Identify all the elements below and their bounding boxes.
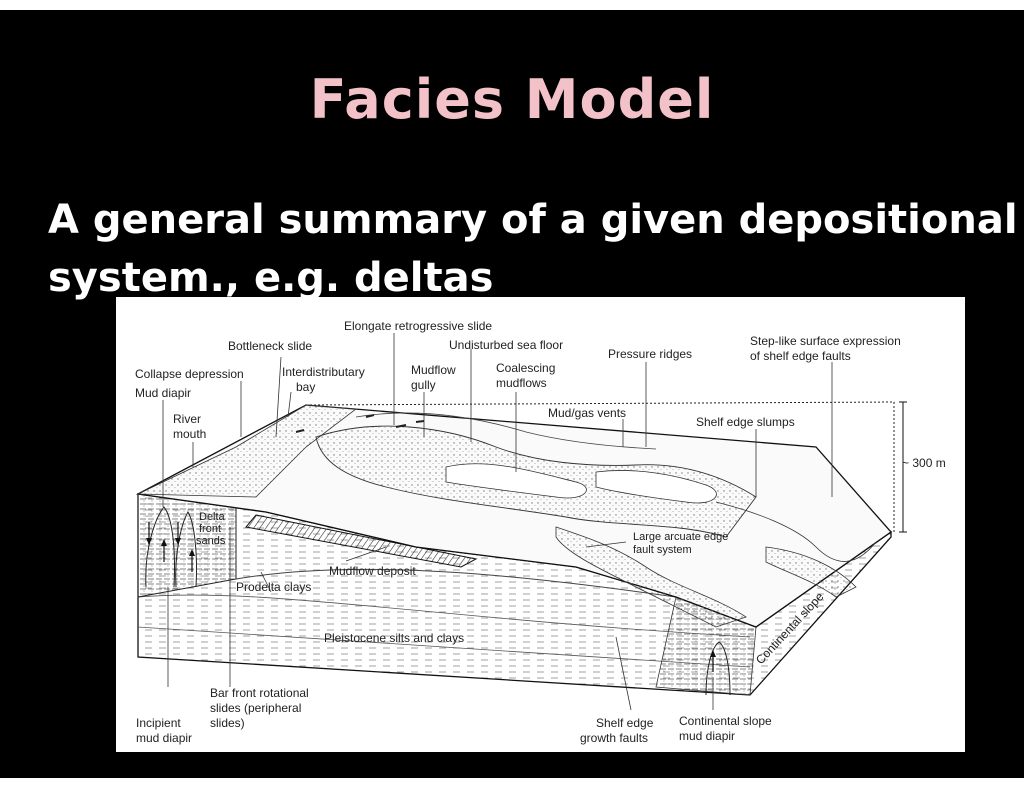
label-cont-slope-diapir-line1: Continental slope [679, 714, 772, 728]
label-cont-slope-diapir-line2: mud diapir [679, 729, 735, 743]
label-shelf-growth-line1: Shelf edge [596, 716, 654, 730]
label-elongate-retrogressive-slide: Elongate retrogressive slide [344, 319, 492, 333]
label-coalescing-line2: mudflows [496, 376, 547, 390]
label-bar-front-line3: slides) [210, 716, 245, 730]
label-large-arcuate-line2: fault system [633, 544, 692, 556]
label-bottleneck-slide: Bottleneck slide [228, 339, 312, 353]
label-mudflow-gully-line2: gully [411, 378, 436, 392]
label-step-like-line2: of shelf edge faults [750, 349, 851, 363]
label-delta-front-line3: sands [196, 535, 226, 547]
diagram-labels: Elongate retrogressive slide Bottleneck … [135, 319, 946, 745]
label-mud-diapir: Mud diapir [135, 386, 191, 400]
label-large-arcuate-line1: Large arcuate edge [633, 531, 728, 543]
label-bar-front-line2: slides (peripheral [210, 701, 301, 715]
label-pressure-ridges: Pressure ridges [608, 347, 692, 361]
label-prodelta-clays: Prodelta clays [236, 580, 311, 594]
slide-title: Facies Model [309, 68, 715, 131]
label-mudflow-gully-line1: Mudflow [411, 363, 456, 377]
scale-bar [899, 401, 907, 533]
label-river-mouth-line1: River [173, 412, 201, 426]
label-interdistributary-line1: Interdistributary [282, 365, 365, 379]
leader-lines [162, 333, 833, 711]
label-collapse-depression: Collapse depression [135, 367, 244, 381]
label-mud-gas-vents: Mud/gas vents [548, 406, 626, 420]
label-coalescing-line1: Coalescing [496, 361, 555, 375]
subtitle-line-2: system., e.g. deltas [48, 255, 494, 301]
label-undisturbed-sea-floor: Undisturbed sea floor [449, 338, 563, 352]
label-bar-front-line1: Bar front rotational [210, 686, 309, 700]
label-river-mouth-line2: mouth [173, 427, 206, 441]
label-step-like-line1: Step-like surface expression [750, 334, 901, 348]
label-pleistocene: Pleistocene silts and clays [324, 631, 464, 645]
label-shelf-growth-line2: growth faults [580, 731, 648, 745]
diapirs [145, 506, 731, 696]
label-interdistributary-line2: bay [296, 380, 315, 394]
label-scale-300m: ~ 300 m [902, 456, 946, 470]
label-delta-front-line1: Delta [199, 511, 226, 523]
subtitle-line-1: A general summary of a given depositiona… [48, 197, 1018, 243]
block-top-surface [135, 401, 895, 628]
label-mudflow-deposit: Mudflow deposit [329, 564, 416, 578]
label-incipient-line1: Incipient [136, 716, 181, 730]
delta-facies-diagram: Elongate retrogressive slide Bottleneck … [116, 297, 965, 752]
label-incipient-line2: mud diapir [136, 731, 192, 745]
label-delta-front-line2: front [199, 523, 221, 535]
label-shelf-edge-slumps: Shelf edge slumps [696, 415, 795, 429]
block-diagram-svg: Elongate retrogressive slide Bottleneck … [135, 319, 946, 745]
